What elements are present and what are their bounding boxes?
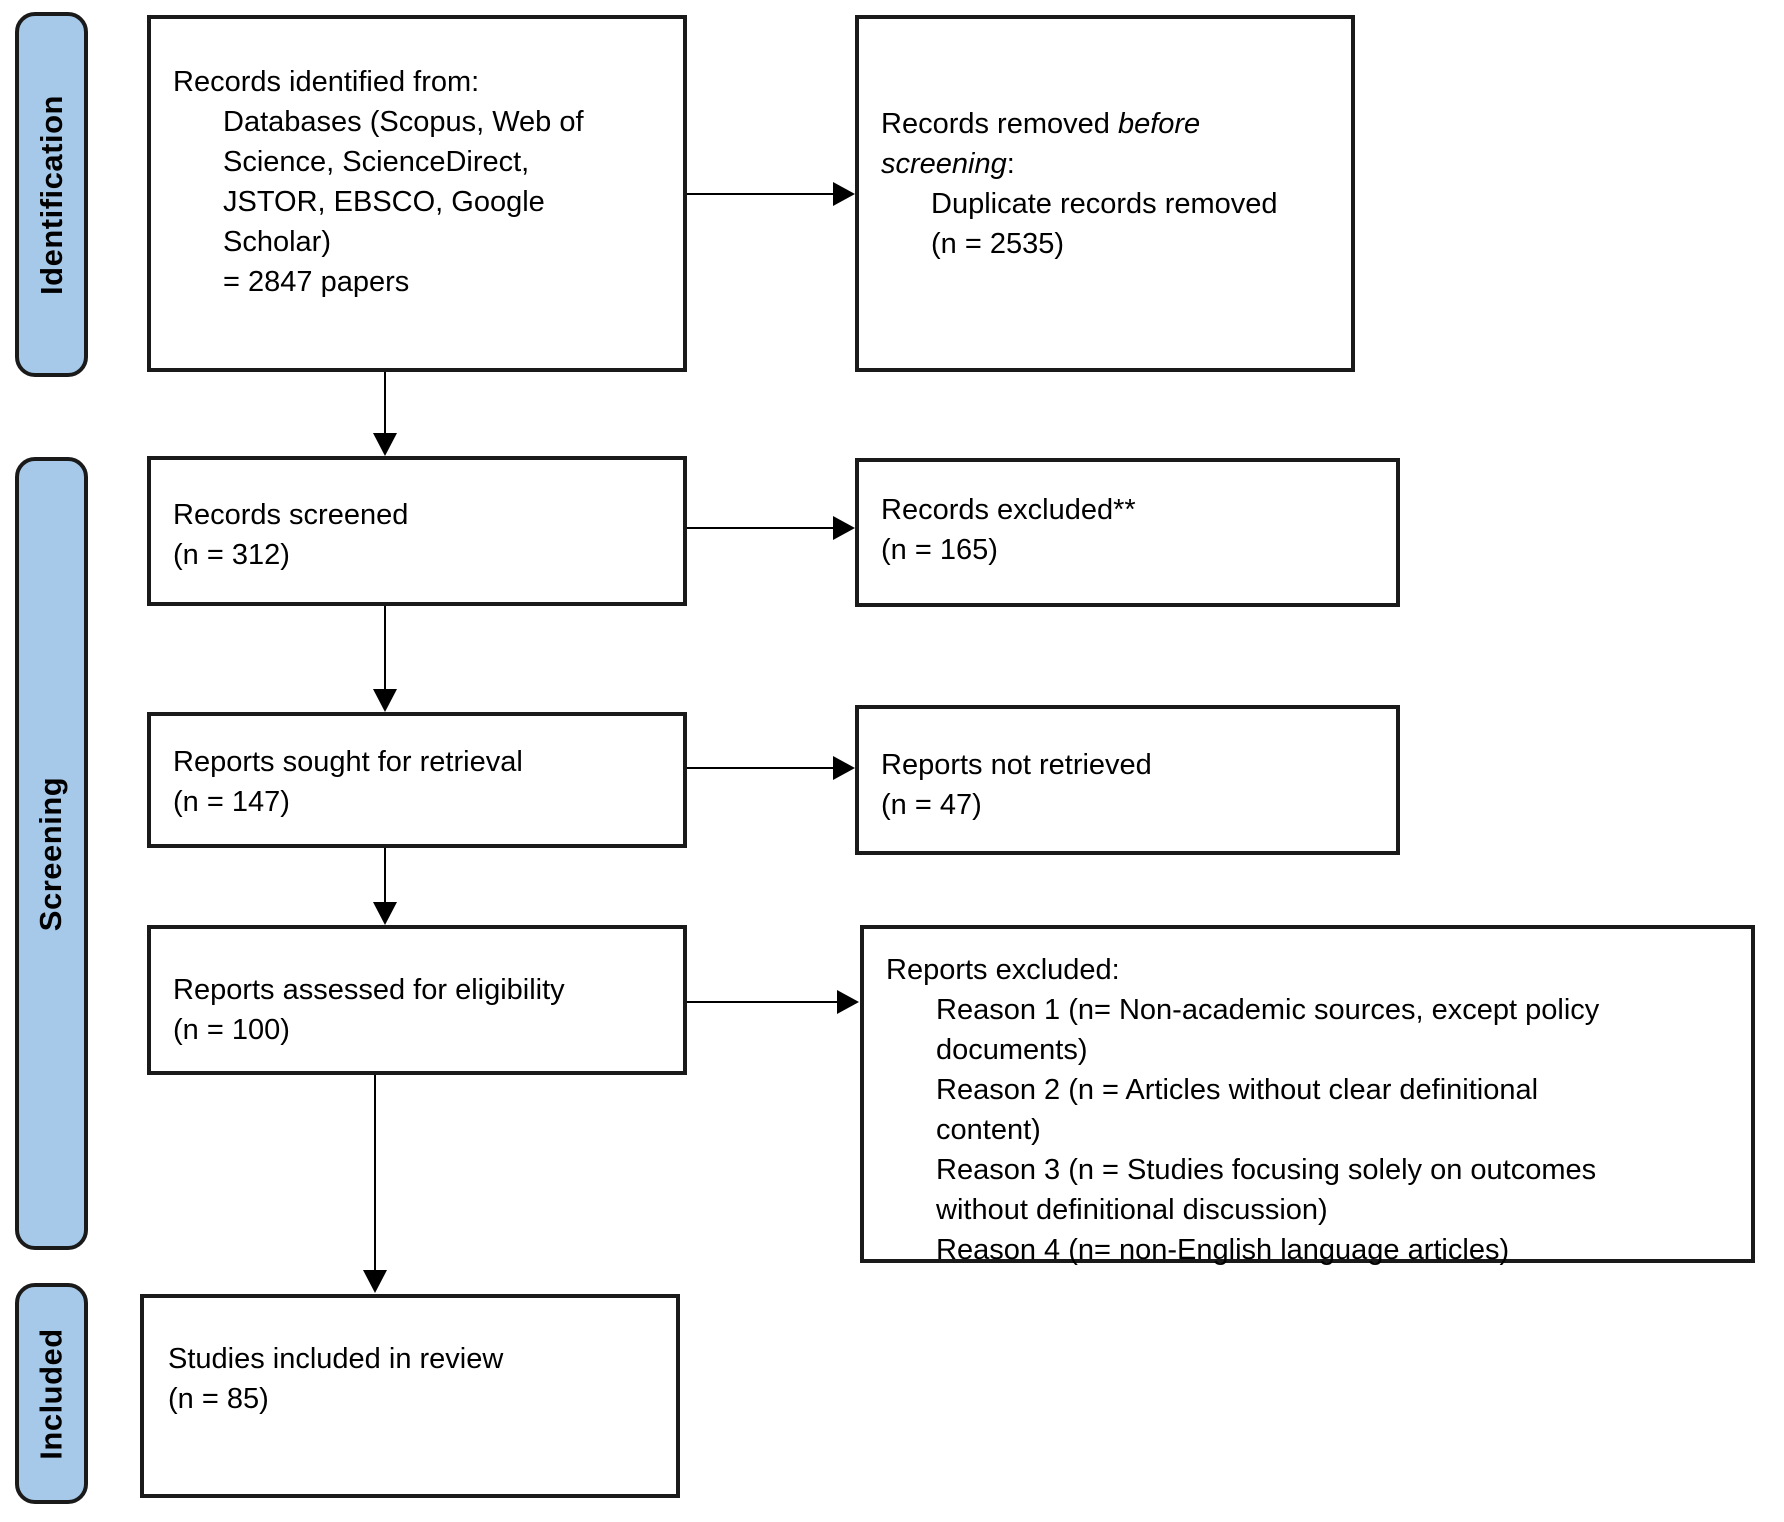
box-records-screened: Records screened (n = 312) xyxy=(147,456,687,606)
stage-label-included: Included xyxy=(33,1327,69,1460)
text-line: Reason 2 (n = Articles without clear def… xyxy=(936,1074,1539,1106)
arrow-line-assessed-to-included xyxy=(374,1075,376,1270)
text-line: (n = 312) xyxy=(173,539,290,571)
text-segment-italic: before screening xyxy=(881,108,1201,180)
text-line: (n = 147) xyxy=(173,786,290,818)
text-line: without definitional discussion) xyxy=(936,1194,1328,1226)
stage-bar-identification: Identification xyxy=(15,12,88,377)
box-studies-included: Studies included in review (n = 85) xyxy=(140,1294,680,1498)
text-line: Scholar) xyxy=(223,226,331,258)
text-line: (n = 165) xyxy=(881,534,998,566)
box-reports-not-retrieved: Reports not retrieved (n = 47) xyxy=(855,705,1400,855)
arrow-line-screened-to-sought xyxy=(384,606,386,689)
text-line: Reason 4 (n= non-English language articl… xyxy=(936,1234,1510,1266)
text-line: Databases (Scopus, Web of xyxy=(223,106,584,138)
text-line: Reason 1 (n= Non-academic sources, excep… xyxy=(936,994,1600,1026)
text-line: documents) xyxy=(936,1034,1088,1066)
arrow-line-sought-to-not-retrieved xyxy=(687,767,833,769)
text-line: content) xyxy=(936,1114,1041,1146)
text-line: (n = 85) xyxy=(168,1383,269,1415)
arrowhead-down-icon xyxy=(373,902,397,925)
arrow-line-identified-to-screened xyxy=(384,372,386,433)
arrowhead-right-icon xyxy=(833,756,855,780)
arrowhead-down-icon xyxy=(373,433,397,456)
stage-label-screening: Screening xyxy=(33,776,69,931)
box-records-removed-before-screening: Records removed before screening: Duplic… xyxy=(855,15,1355,372)
box-records-excluded: Records excluded** (n = 165) xyxy=(855,458,1400,607)
text-line: Reason 3 (n = Studies focusing solely on… xyxy=(936,1154,1597,1186)
box-records-identified: Records identified from: Databases (Scop… xyxy=(147,15,687,372)
stage-bar-screening: Screening xyxy=(15,457,88,1250)
arrowhead-right-icon xyxy=(833,516,855,540)
arrowhead-down-icon xyxy=(373,689,397,712)
box-reports-excluded-reasons: Reports excluded: Reason 1 (n= Non-acade… xyxy=(860,925,1755,1266)
text-line: Records identified from: xyxy=(173,66,480,98)
text-line: Records removed before screening: xyxy=(881,104,1311,184)
box-reports-assessed: Reports assessed for eligibility (n = 10… xyxy=(147,925,687,1075)
stage-label-identification: Identification xyxy=(33,94,69,295)
text-segment: Records removed xyxy=(881,108,1118,140)
text-line: Reports sought for retrieval xyxy=(173,746,523,778)
arrow-line-sought-to-assessed xyxy=(384,848,386,902)
text-line: Science, ScienceDirect, xyxy=(223,146,530,178)
text-line: Studies included in review xyxy=(168,1343,504,1375)
text-line: Duplicate records removed xyxy=(931,188,1278,220)
stage-bar-included: Included xyxy=(15,1283,88,1504)
text-segment: : xyxy=(1006,148,1015,180)
text-line: (n = 2535) xyxy=(931,228,1065,260)
text-line: (n = 100) xyxy=(173,1014,290,1046)
text-line: Records excluded** xyxy=(881,494,1136,526)
text-line: Reports excluded: xyxy=(886,954,1120,986)
arrow-line-screened-to-excluded xyxy=(687,527,833,529)
arrowhead-right-icon xyxy=(837,990,859,1014)
arrow-line-assessed-to-reports-excluded xyxy=(687,1001,837,1003)
text-line: = 2847 papers xyxy=(223,266,410,298)
arrowhead-right-icon xyxy=(833,182,855,206)
arrow-line-identified-to-removed xyxy=(687,193,833,195)
text-line: Reports assessed for eligibility xyxy=(173,974,565,1006)
arrowhead-down-icon xyxy=(363,1270,387,1293)
box-reports-sought: Reports sought for retrieval (n = 147) xyxy=(147,712,687,848)
text-line: Reports not retrieved xyxy=(881,749,1152,781)
text-line: (n = 47) xyxy=(881,789,982,821)
text-line: Records screened xyxy=(173,499,409,531)
text-line: JSTOR, EBSCO, Google xyxy=(223,186,545,218)
